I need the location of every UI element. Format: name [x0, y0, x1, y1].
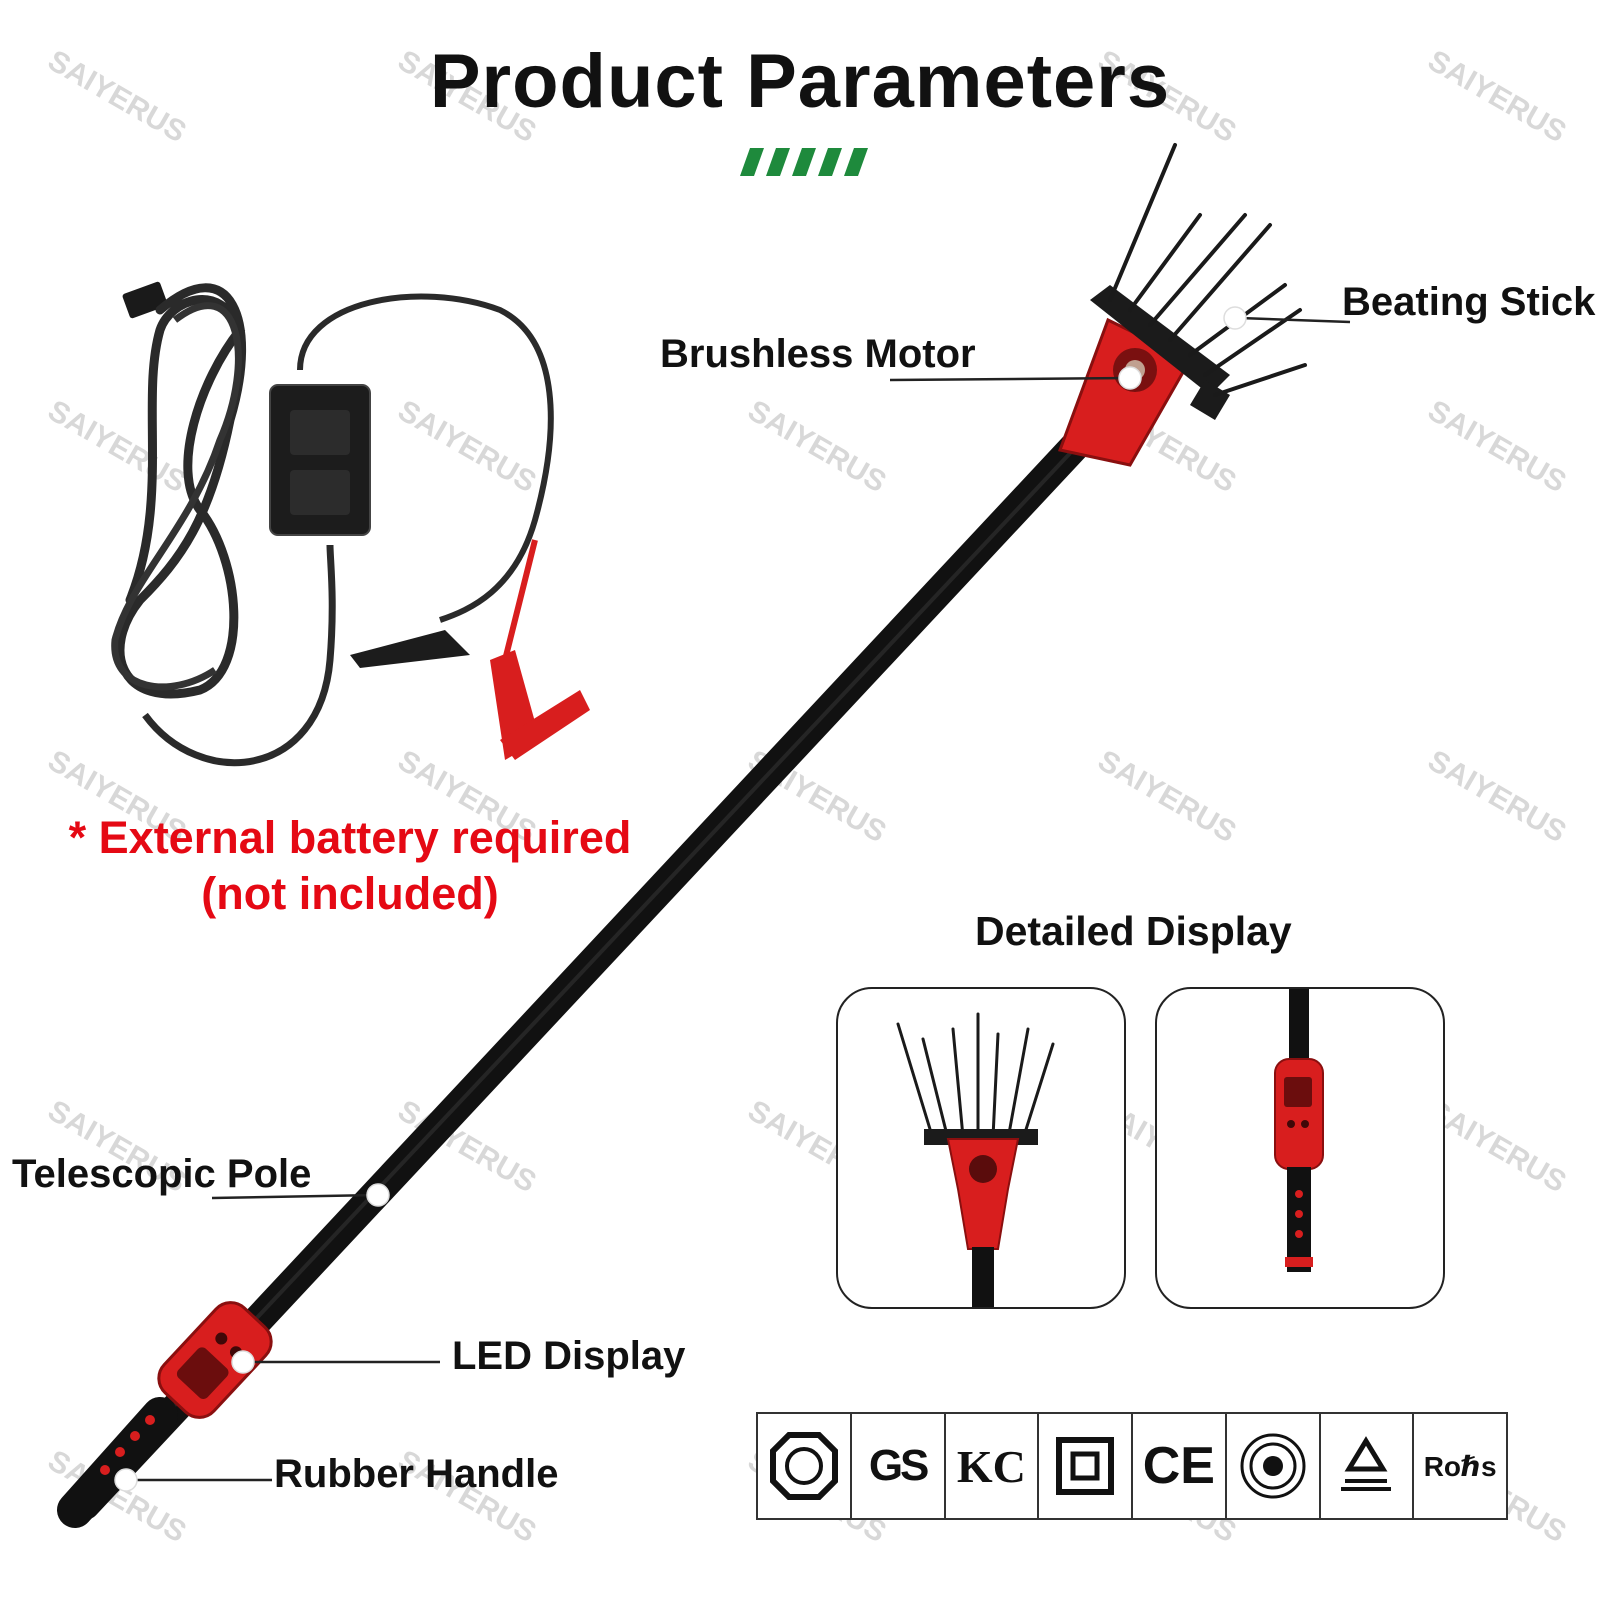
callout-dot	[114, 1468, 138, 1492]
rubber-handle-shape	[57, 1397, 178, 1528]
label-rubber-handle: Rubber Handle	[274, 1452, 559, 1496]
certification-strip: GS KC CE Roℏs	[756, 1412, 1508, 1520]
label-led-display: LED Display	[452, 1334, 686, 1378]
detailed-display-title: Detailed Display	[975, 908, 1292, 954]
detail-image-display	[1155, 987, 1445, 1309]
ce-icon: CE	[1133, 1414, 1227, 1518]
page-title: Product Parameters	[429, 39, 1171, 124]
gs-icon: GS	[852, 1414, 946, 1518]
triangle-mark-icon	[1321, 1414, 1415, 1518]
kc-icon: KC	[946, 1414, 1040, 1518]
callout-dot	[1118, 366, 1142, 390]
detail-image-head	[836, 987, 1126, 1309]
callout-dot	[366, 1183, 390, 1207]
double-insulation-icon	[1039, 1414, 1133, 1518]
label-telescopic-pole: Telescopic Pole	[12, 1152, 312, 1196]
led-display-shape	[157, 1301, 273, 1419]
battery-cable-accessory	[111, 281, 590, 767]
label-beating-stick: Beating Stick	[1342, 280, 1596, 324]
callout-dot	[1223, 306, 1247, 330]
callout-dot	[231, 1350, 255, 1374]
brushless-motor-shape	[1057, 285, 1230, 467]
rohs-icon: Roℏs	[1423, 1450, 1497, 1482]
title-accent-stripes	[740, 148, 868, 176]
battery-note-line1: * External battery required	[68, 812, 632, 863]
label-brushless-motor: Brushless Motor	[660, 332, 976, 376]
battery-note-line2: (not included)	[201, 868, 499, 919]
beating-stick-shape	[1108, 143, 1307, 397]
tuv-icon	[758, 1414, 852, 1518]
seal-icon	[1227, 1414, 1321, 1518]
